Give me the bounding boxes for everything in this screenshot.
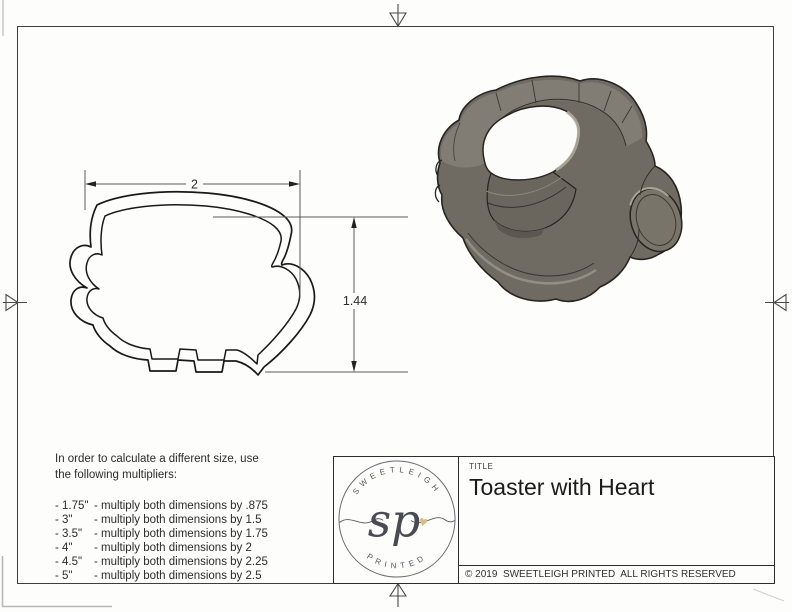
size-value: - 3" — [55, 514, 73, 526]
cutter-outer-outline — [69, 190, 316, 376]
multiplier-rule: - multiply both dimensions by 1.75 — [94, 528, 268, 540]
title-block: SWEETLEIGH PRINTED sp ♥ TITLE Toaster wi… — [333, 456, 775, 584]
render-heart-bump — [629, 186, 683, 253]
multiplier-rule: - multiply both dimensions by 2.5 — [94, 570, 262, 582]
instructions-intro-line1: In order to calculate a different size, … — [55, 453, 259, 465]
multiplier-rule: - multiply both dimensions by .875 — [94, 500, 268, 512]
render-inner-lip-highlight — [555, 110, 581, 172]
sizing-instructions: In order to calculate a different size, … — [55, 451, 335, 583]
render-rim-seams — [495, 79, 633, 124]
copyright-text: © 2019 SWEETLEIGH PRINTED ALL RIGHTS RES… — [459, 565, 774, 583]
render-left-knobs — [434, 159, 443, 203]
logo-top-text: SWEETLEIGH — [351, 465, 443, 496]
size-value: - 3.5" — [55, 528, 83, 540]
dimension-arrows — [85, 181, 357, 372]
size-value: - 4" — [55, 542, 73, 554]
cutter-outline-drawing: 2 1.44 — [69, 170, 408, 376]
logo-circle — [338, 460, 456, 578]
size-value: - 1.75" — [55, 500, 89, 512]
page-title: Toaster with Heart — [469, 474, 655, 500]
list-item: - 5" - multiply both dimensions by 2.5 — [55, 569, 335, 583]
logo-bottom-text: PRINTED — [365, 552, 429, 571]
multiplier-list: - 1.75" - multiply both dimensions by .8… — [55, 499, 335, 583]
logo-cell: SWEETLEIGH PRINTED sp ♥ — [334, 457, 459, 583]
center-mark-bottom-icon — [388, 582, 408, 607]
size-value: - 4.5" — [55, 556, 83, 568]
render-floor-seams — [485, 176, 567, 208]
list-item: - 4" - multiply both dimensions by 2 — [55, 541, 335, 555]
list-item: - 3" - multiply both dimensions by 1.5 — [55, 513, 335, 527]
render-left-wall-contour — [453, 122, 461, 162]
cutter-inner-outline — [85, 204, 301, 365]
multiplier-rule: - multiply both dimensions by 2.25 — [94, 556, 268, 568]
dimension-lines — [84, 170, 408, 373]
center-mark-top-icon — [389, 4, 407, 28]
list-item: - 4.5" - multiply both dimensions by 2.2… — [55, 555, 335, 569]
render-top-rim — [440, 79, 643, 168]
instructions-intro-line2: the following multipliers: — [55, 469, 178, 481]
multiplier-rule: - multiply both dimensions by 1.5 — [94, 514, 262, 526]
size-value: - 5" — [55, 570, 73, 582]
render-bottom-lip-highlight — [464, 238, 597, 285]
list-item: - 3.5" - multiply both dimensions by 1.7… — [55, 527, 335, 541]
height-dimension-label: 1.44 — [343, 294, 367, 308]
logo-monogram: sp — [368, 494, 421, 547]
title-area: TITLE Toaster with Heart — [459, 457, 774, 501]
heart-icon: ♥ — [417, 514, 430, 532]
render-interior-floor — [486, 171, 577, 233]
list-item: - 1.75" - multiply both dimensions by .8… — [55, 499, 335, 513]
render-interior-step-dark — [494, 220, 545, 239]
multiplier-rule: - multiply both dimensions by 2 — [94, 542, 252, 554]
render-bump-junction-seams — [629, 165, 656, 258]
render-bottom-lip-edge — [467, 232, 595, 277]
title-field-label: TITLE — [469, 462, 494, 471]
cutter-3d-render — [434, 75, 683, 303]
sweetleigh-logo: SWEETLEIGH PRINTED sp ♥ — [338, 460, 456, 578]
width-dimension-label: 2 — [191, 178, 198, 192]
logo-flourish — [339, 517, 455, 524]
